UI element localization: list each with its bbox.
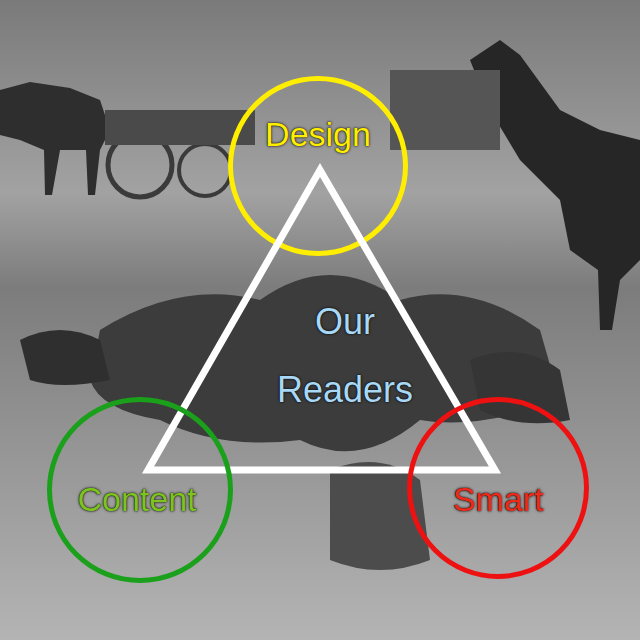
node-label: Design: [243, 114, 393, 155]
circle-node: Smart: [407, 397, 589, 579]
node-label: Content: [52, 479, 222, 520]
circle-outline: [228, 76, 408, 256]
triangle-node: Our Readers: [140, 160, 505, 480]
circle-stroke: [410, 400, 587, 577]
circle-stroke: [231, 79, 406, 254]
circle-node: Content: [47, 397, 233, 583]
circle-stroke: [50, 400, 231, 581]
node-label: Our Readers: [275, 288, 415, 425]
circle-node: Design: [228, 76, 408, 256]
node-label: Smart: [418, 479, 578, 520]
